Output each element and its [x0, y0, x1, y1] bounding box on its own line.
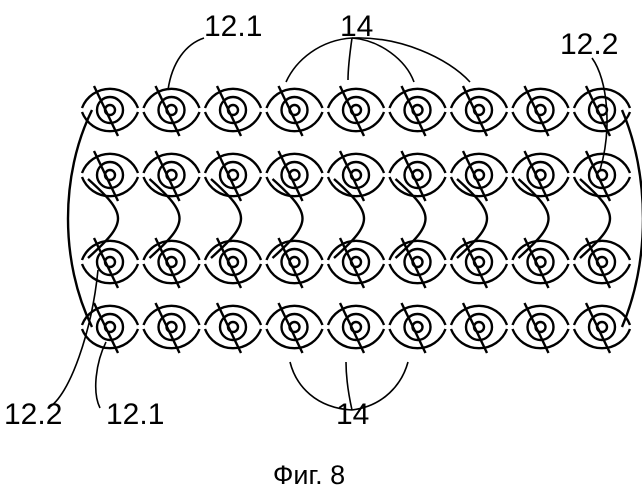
figure-caption: Фиг. 8 [273, 460, 345, 490]
label-14-top: 14 [340, 10, 373, 43]
label-12-1-bottom: 12.1 [106, 398, 164, 431]
label-14-bottom: 14 [336, 398, 369, 431]
label-12-2-top: 12.2 [560, 28, 618, 61]
leader-12-1-top [168, 38, 204, 90]
leader-14-top-a [286, 38, 352, 82]
leader-12-2-bottom [48, 270, 98, 408]
leader-14-top-b [348, 38, 352, 80]
leader-12-1-bottom [96, 342, 106, 408]
label-12-2-bottom: 12.2 [4, 398, 62, 431]
left-edge-arc [68, 110, 92, 327]
label-12-1-top: 12.1 [204, 10, 262, 43]
right-edge-arc [622, 110, 642, 327]
knit-loop-pattern [68, 86, 642, 353]
